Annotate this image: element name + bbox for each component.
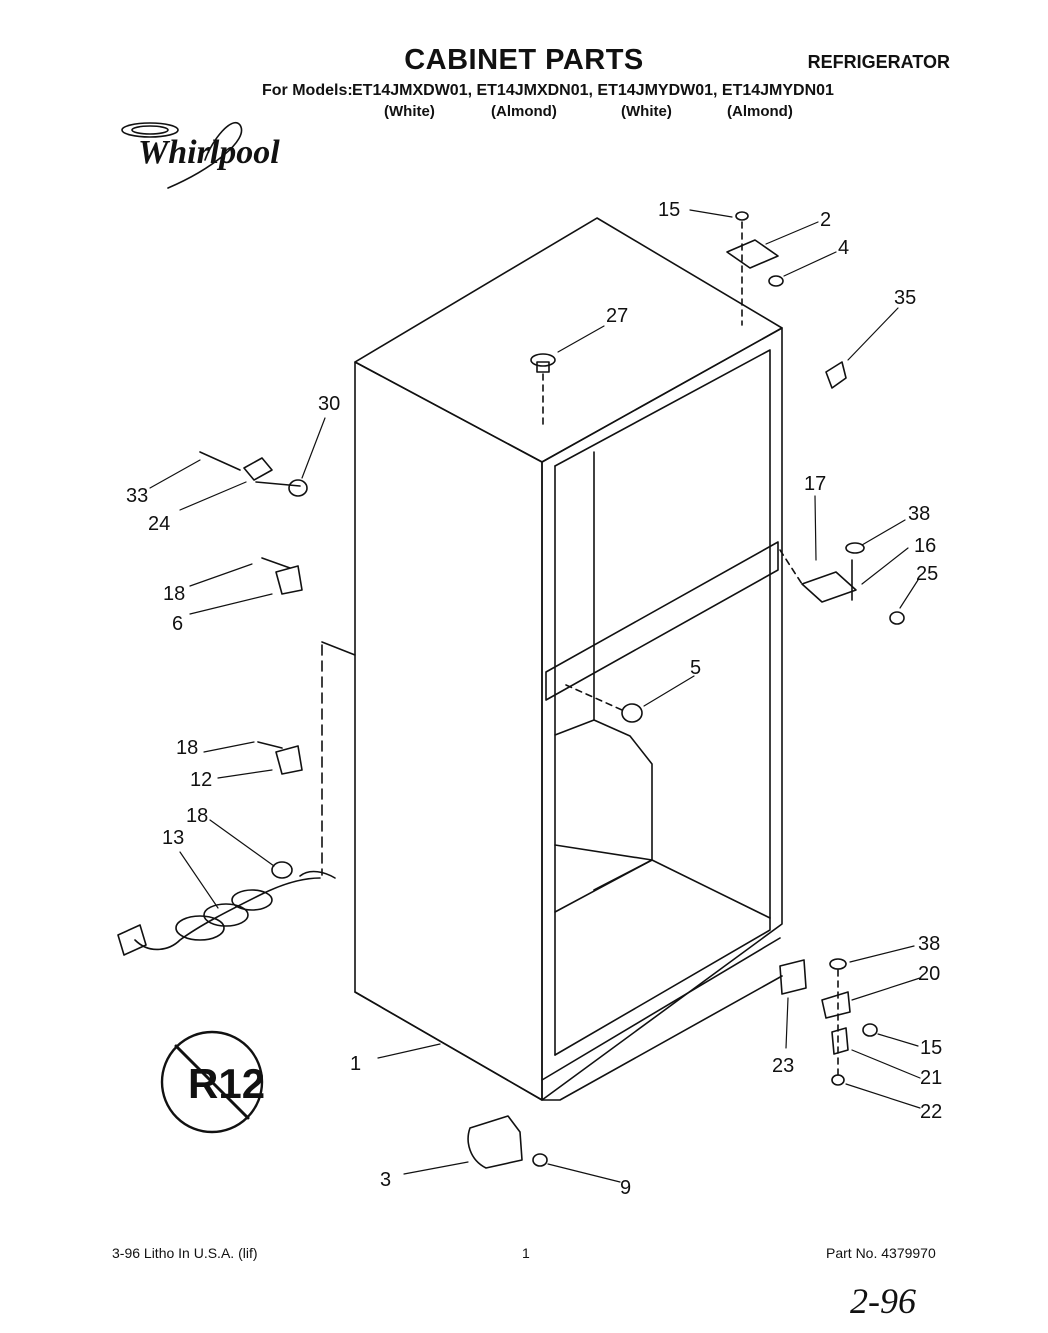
- callout-leaders: [149, 209, 921, 1183]
- callout-15-top: 15: [658, 199, 680, 221]
- bottom-hinge-assembly: [779, 958, 878, 1086]
- color-label-1: (White): [384, 103, 435, 120]
- callout-16: 16: [914, 535, 936, 557]
- center-plug: [565, 684, 643, 723]
- callout-27: 27: [606, 305, 628, 327]
- color-label-3: (White): [621, 103, 672, 120]
- callout-23: 23: [772, 1055, 794, 1077]
- callout-12: 12: [190, 769, 212, 791]
- callout-5: 5: [690, 657, 701, 679]
- page-number: 1: [522, 1245, 530, 1261]
- color-label-2: (Almond): [491, 103, 557, 120]
- clip-12: [257, 741, 303, 775]
- top-plug: [530, 353, 556, 426]
- clip-6: [261, 557, 303, 595]
- product-category: REFRIGERATOR: [807, 52, 950, 72]
- callout-3: 3: [380, 1169, 391, 1191]
- callout-38-top: 38: [908, 503, 930, 525]
- page-title: CABINET PARTS: [404, 44, 644, 76]
- callout-25: 25: [916, 563, 938, 585]
- center-rail: [545, 541, 779, 701]
- callout-38-bottom: 38: [918, 933, 940, 955]
- top-hinge-assembly: [726, 211, 847, 389]
- power-cord: [117, 861, 336, 956]
- callout-17: 17: [804, 473, 826, 495]
- callout-33: 33: [126, 485, 148, 507]
- footer-print-info: 3-96 Litho In U.S.A. (lif): [112, 1245, 258, 1261]
- callout-20: 20: [918, 963, 940, 985]
- callout-labels: 15 2 4 35 27 30 33 24 17 38 16 25 18 6 5…: [126, 199, 942, 1199]
- callout-35: 35: [894, 287, 916, 309]
- callout-22: 22: [920, 1101, 942, 1123]
- models-label: For Models:: [262, 82, 353, 99]
- part-number: Part No. 4379970: [826, 1245, 936, 1261]
- callout-4: 4: [838, 237, 849, 259]
- callout-18-c: 18: [186, 805, 208, 827]
- handwritten-date: 2-96: [850, 1281, 916, 1321]
- r12-label: R12: [188, 1060, 266, 1107]
- callout-6: 6: [172, 613, 183, 635]
- no-r12-symbol: [160, 1030, 264, 1134]
- cabinet-body: [354, 217, 783, 1101]
- callout-13: 13: [162, 827, 184, 849]
- leveling-leg: [467, 1115, 548, 1169]
- callout-30: 30: [318, 393, 340, 415]
- callout-18-b: 18: [176, 737, 198, 759]
- callout-1: 1: [350, 1053, 361, 1075]
- center-hinge-assembly: [779, 542, 905, 625]
- models-list: ET14JMXDW01, ET14JMXDN01, ET14JMYDW01, E…: [352, 82, 834, 99]
- logo-swirl-icon: [121, 122, 243, 189]
- callout-21: 21: [920, 1067, 942, 1089]
- callout-9: 9: [620, 1177, 631, 1199]
- left-hinge-assembly: [199, 451, 308, 497]
- color-label-4: (Almond): [727, 103, 793, 120]
- callout-24: 24: [148, 513, 170, 535]
- callout-15-bottom: 15: [920, 1037, 942, 1059]
- callout-2: 2: [820, 209, 831, 231]
- callout-18-a: 18: [163, 583, 185, 605]
